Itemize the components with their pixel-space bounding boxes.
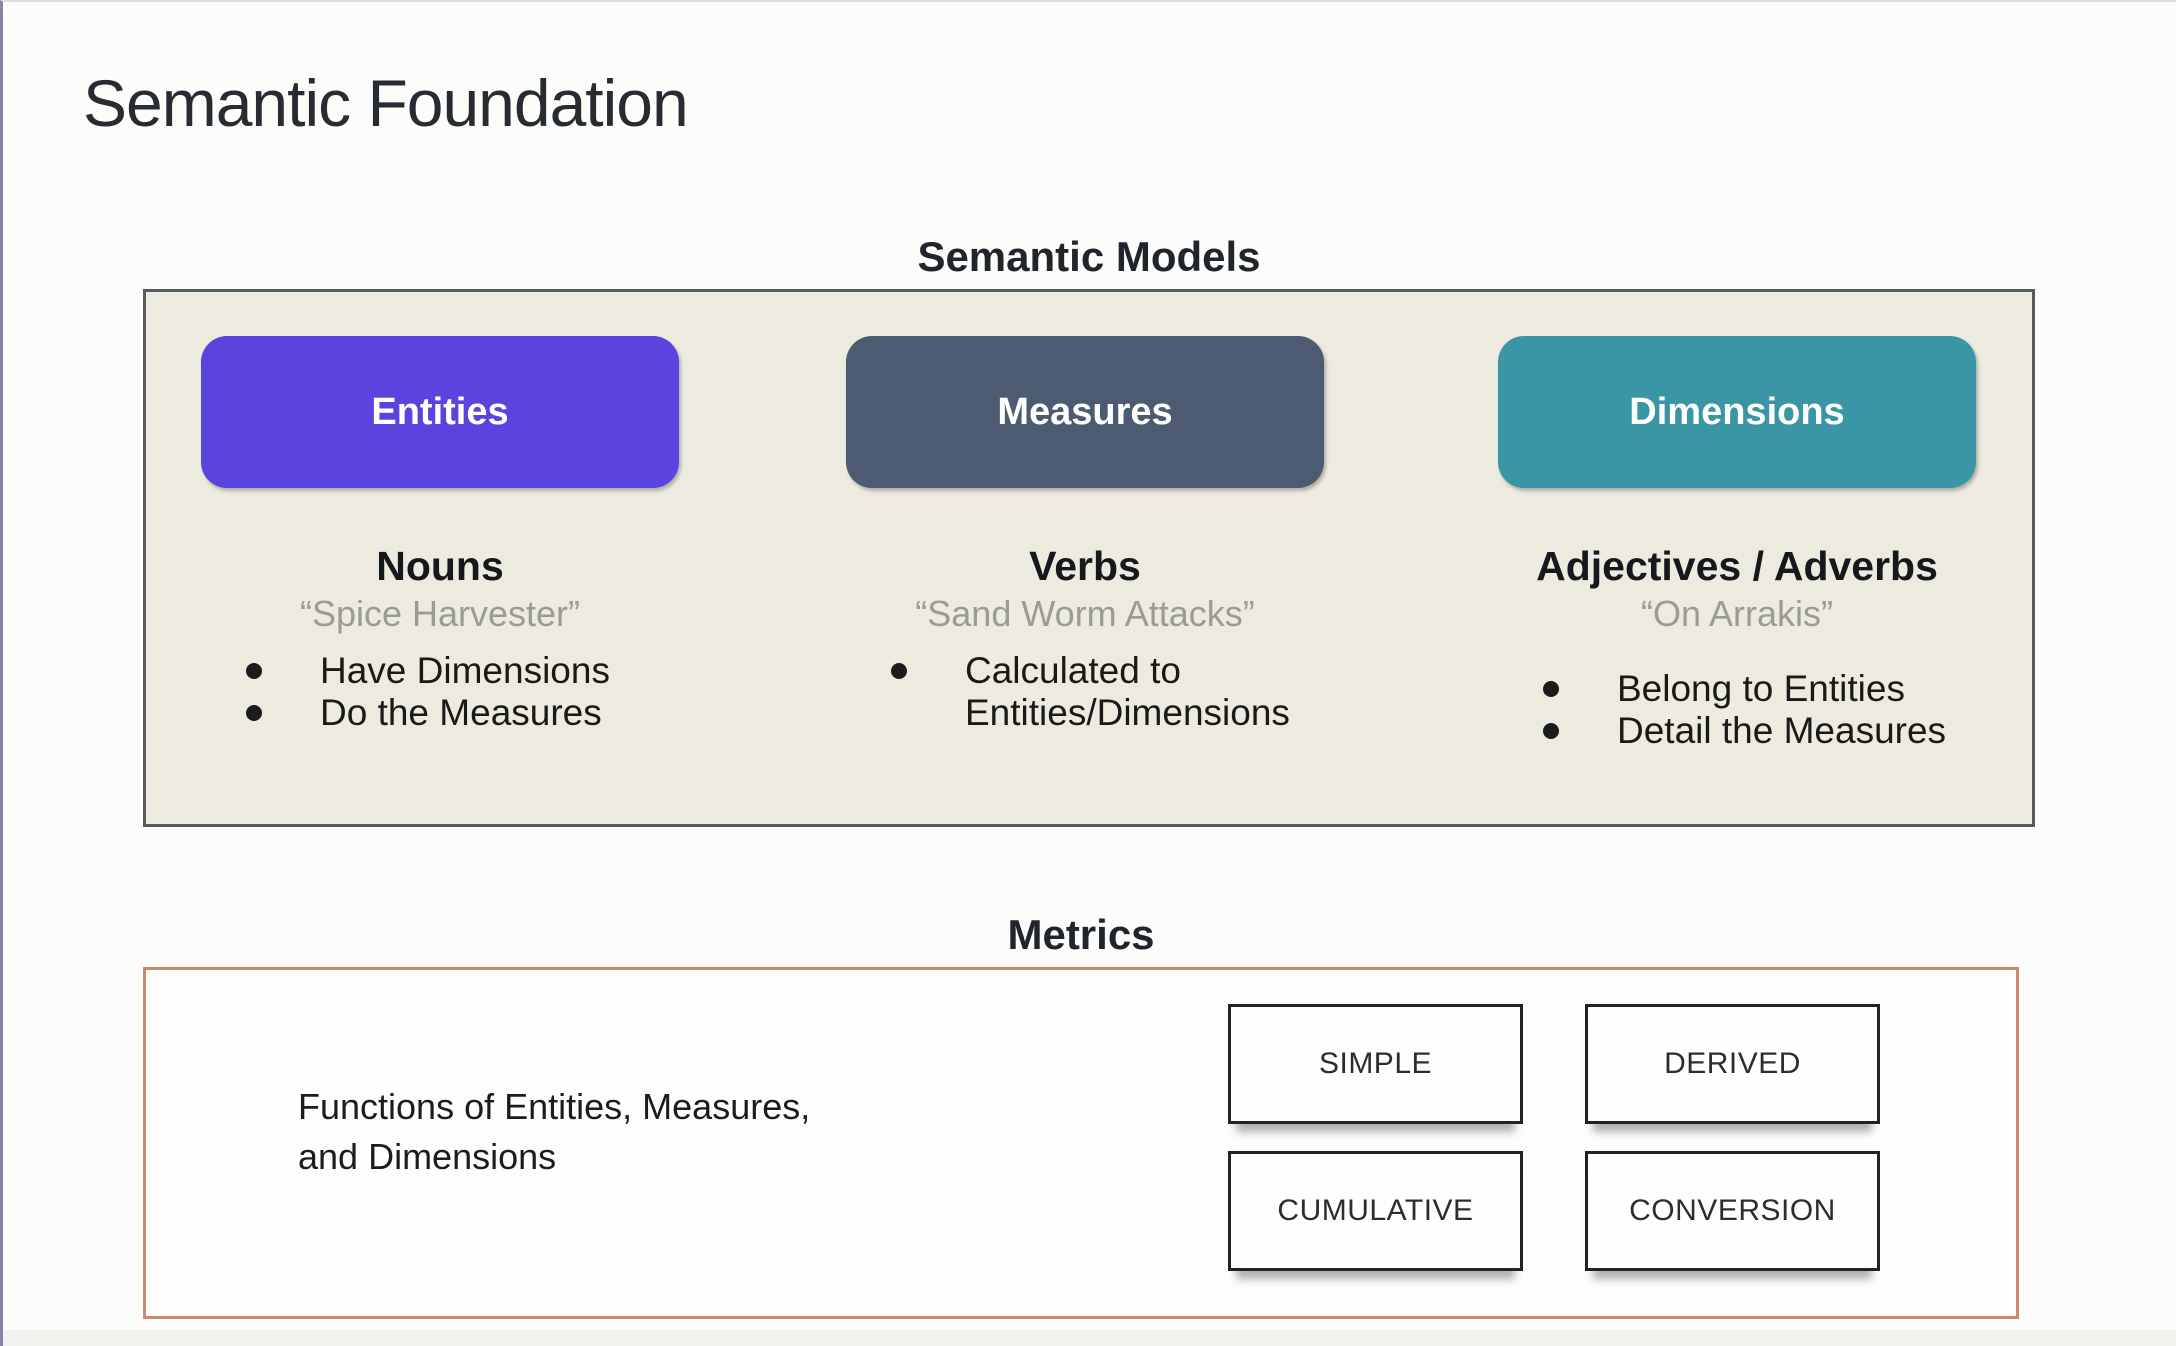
bullet-dot-icon <box>1543 722 1559 739</box>
dimensions-example: “On Arrakis” <box>1640 593 1834 635</box>
bullet-text: Calculated to Entities/Dimensions <box>965 650 1290 733</box>
metric-type-cumulative: CUMULATIVE <box>1228 1151 1523 1271</box>
list-item: Calculated to Entities/Dimensions <box>846 650 1324 733</box>
page-title: Semantic Foundation <box>83 66 689 140</box>
dimensions-part-of-speech: Adjectives / Adverbs <box>1536 543 1938 589</box>
bullet-dot-icon <box>891 663 907 680</box>
metric-type-derived: DERIVED <box>1585 1004 1880 1124</box>
bullet-text: Belong to Entities <box>1617 668 1905 710</box>
measures-bullets: Calculated to Entities/Dimensions <box>846 650 1324 733</box>
semantic-models-box: Entities Nouns “Spice Harvester” Have Di… <box>143 289 2035 827</box>
metric-type-conversion: CONVERSION <box>1585 1151 1880 1271</box>
metrics-heading: Metrics <box>1007 911 1155 958</box>
measures-part-of-speech: Verbs <box>1029 543 1141 589</box>
bullet-dot-icon <box>1543 681 1559 698</box>
list-item: Do the Measures <box>201 692 679 733</box>
measures-example: “Sand Worm Attacks” <box>915 593 1255 635</box>
metrics-description: Functions of Entities, Measures, and Dim… <box>298 1086 811 1177</box>
bullet-dot-icon <box>246 704 262 721</box>
bullet-text: Have Dimensions <box>320 650 610 692</box>
model-column-measures: Measures Verbs “Sand Worm Attacks” Calcu… <box>846 336 1324 733</box>
list-item: Have Dimensions <box>201 650 679 691</box>
dimensions-pill: Dimensions <box>1498 336 1976 488</box>
metric-type-simple: SIMPLE <box>1228 1004 1523 1124</box>
bullet-dot-icon <box>246 663 262 680</box>
bullet-text: Do the Measures <box>320 691 602 733</box>
bottom-edge-strip <box>3 1330 2176 1346</box>
bullet-text: Detail the Measures <box>1617 709 1947 751</box>
entities-part-of-speech: Nouns <box>376 543 504 589</box>
entities-bullets: Have Dimensions Do the Measures <box>201 650 679 733</box>
list-item: Belong to Entities <box>1498 668 1976 709</box>
semantic-models-heading: Semantic Models <box>917 233 1261 280</box>
measures-pill: Measures <box>846 336 1324 488</box>
entities-example: “Spice Harvester” <box>299 593 581 635</box>
entities-pill: Entities <box>201 336 679 488</box>
list-item: Detail the Measures <box>1498 710 1976 751</box>
model-column-dimensions: Dimensions Adjectives / Adverbs “On Arra… <box>1498 336 1976 751</box>
model-column-entities: Entities Nouns “Spice Harvester” Have Di… <box>201 336 679 733</box>
dimensions-bullets: Belong to Entities Detail the Measures <box>1498 668 1976 751</box>
metrics-box: Functions of Entities, Measures, and Dim… <box>143 967 2019 1319</box>
metrics-type-grid: SIMPLE DERIVED CUMULATIVE CONVERSION <box>1228 1004 1880 1271</box>
